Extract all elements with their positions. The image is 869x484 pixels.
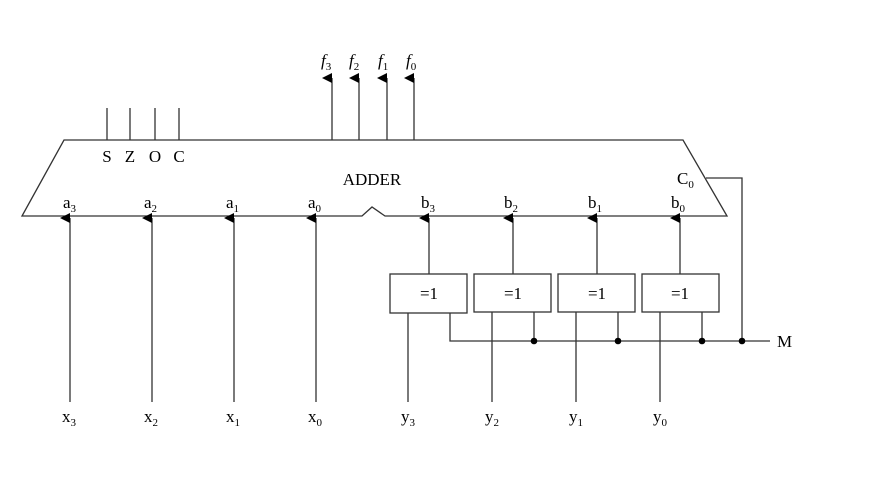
junction-dot: [614, 337, 622, 345]
flag-z: Z: [125, 147, 135, 166]
input-a2: a2: [144, 193, 157, 215]
input-b0: b0: [671, 193, 686, 215]
output-arrows: [322, 73, 415, 140]
flag-s: S: [102, 147, 111, 166]
signal-y0: y0: [653, 407, 668, 429]
flag-lines: [106, 108, 180, 140]
output-f3: f3: [321, 51, 332, 73]
xor-gate-0: =1: [641, 273, 720, 313]
output-f1: f1: [378, 51, 388, 73]
junction-dot: [698, 337, 706, 345]
signal-x0: x0: [308, 407, 323, 429]
svg-text:=1: =1: [671, 284, 689, 303]
junction-dot: [738, 337, 746, 345]
signal-x3: x3: [62, 407, 77, 429]
output-f2: f2: [349, 51, 359, 73]
flag-o: O: [149, 147, 161, 166]
signal-y1: y1: [569, 407, 583, 429]
svg-text:=1: =1: [588, 284, 606, 303]
junction-dot: [530, 337, 538, 345]
signal-y3: y3: [401, 407, 416, 429]
carry-in-label: C0: [677, 169, 694, 191]
signal-x2: x2: [144, 407, 158, 429]
input-b2: b2: [504, 193, 518, 215]
input-a1: a1: [226, 193, 239, 215]
input-a3: a3: [63, 193, 77, 215]
signal-x1: x1: [226, 407, 240, 429]
xor-gate-2: =1: [473, 273, 552, 313]
xor-gate-3: =1: [389, 273, 468, 314]
adder-title: ADDER: [343, 170, 402, 189]
input-b1: b1: [588, 193, 602, 215]
mode-bus: [449, 177, 770, 345]
output-f0: f0: [406, 51, 417, 73]
input-b3: b3: [421, 193, 436, 215]
flag-c: C: [173, 147, 184, 166]
mode-signal-label: M: [777, 332, 792, 351]
xor-gate-1: =1: [557, 273, 636, 313]
svg-text:=1: =1: [420, 284, 438, 303]
adder-block: [20, 139, 729, 217]
x-input-arrows: [60, 213, 317, 402]
xor-output-arrows: [419, 213, 681, 274]
signal-y2: y2: [485, 407, 499, 429]
svg-text:=1: =1: [504, 284, 522, 303]
y-input-wires: [407, 312, 661, 402]
input-a0: a0: [308, 193, 322, 215]
